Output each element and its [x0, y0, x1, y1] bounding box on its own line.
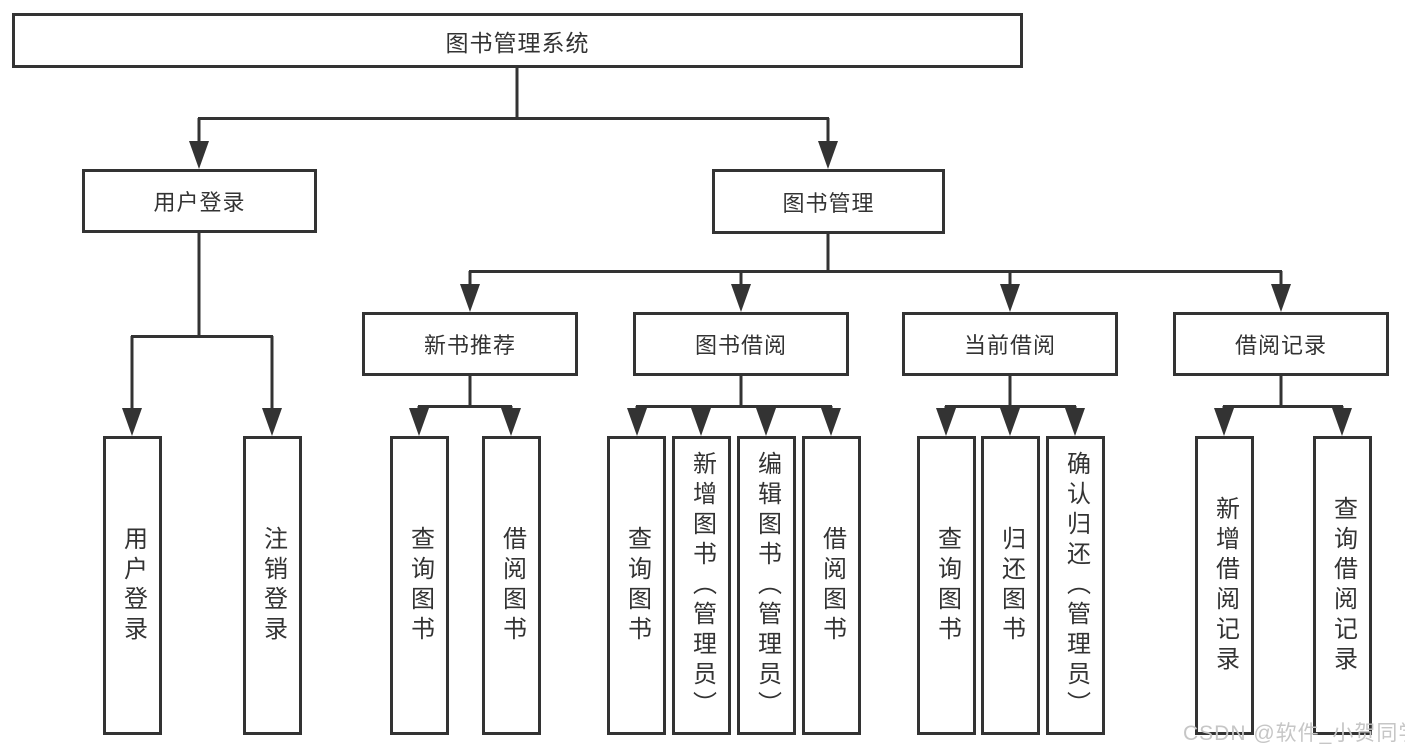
leaf-edit-books-admin: 编辑图书（管理员）: [737, 436, 796, 735]
leaf-query-books-current-label: 查询图书: [933, 525, 961, 646]
leaf-user-login: 用户登录: [103, 436, 162, 735]
leaf-query-borrow-record-label: 查询借阅记录: [1329, 495, 1357, 676]
leaf-query-books-current: 查询图书: [917, 436, 976, 735]
leaf-query-books-borrow-label: 查询图书: [623, 525, 651, 646]
leaf-add-books-admin: 新增图书（管理员）: [672, 436, 731, 735]
leaf-confirm-return-admin-label: 确认归还（管理员）: [1062, 450, 1090, 721]
leaf-borrow-books-recommend-label: 借阅图书: [498, 525, 526, 646]
leaf-borrow-books-label: 借阅图书: [818, 525, 846, 646]
node-book-management: 图书管理: [712, 169, 945, 234]
leaf-query-books-recommend-label: 查询图书: [406, 525, 434, 646]
leaf-add-borrow-record-label: 新增借阅记录: [1211, 495, 1239, 676]
leaf-add-books-admin-label: 新增图书（管理员）: [688, 450, 716, 721]
leaf-user-login-label: 用户登录: [119, 525, 147, 646]
leaf-logout: 注销登录: [243, 436, 302, 735]
leaf-return-books: 归还图书: [981, 436, 1040, 735]
leaf-add-borrow-record: 新增借阅记录: [1195, 436, 1254, 735]
leaf-borrow-books-recommend: 借阅图书: [482, 436, 541, 735]
node-library-management-system: 图书管理系统: [12, 13, 1023, 68]
node-book-borrowing: 图书借阅: [633, 312, 849, 376]
node-new-book-recommend: 新书推荐: [362, 312, 578, 376]
leaf-edit-books-admin-label: 编辑图书（管理员）: [753, 450, 781, 721]
node-borrowing-records: 借阅记录: [1173, 312, 1389, 376]
leaf-borrow-books: 借阅图书: [802, 436, 861, 735]
leaf-confirm-return-admin: 确认归还（管理员）: [1046, 436, 1105, 735]
leaf-query-books-recommend: 查询图书: [390, 436, 449, 735]
leaf-logout-label: 注销登录: [259, 525, 287, 646]
leaf-query-books-borrow: 查询图书: [607, 436, 666, 735]
node-user-login: 用户登录: [82, 169, 317, 233]
csdn-watermark: CSDN @软件_小贺同学: [1183, 722, 1405, 745]
leaf-return-books-label: 归还图书: [997, 525, 1025, 646]
leaf-query-borrow-record: 查询借阅记录: [1313, 436, 1372, 735]
node-current-borrowing: 当前借阅: [902, 312, 1118, 376]
